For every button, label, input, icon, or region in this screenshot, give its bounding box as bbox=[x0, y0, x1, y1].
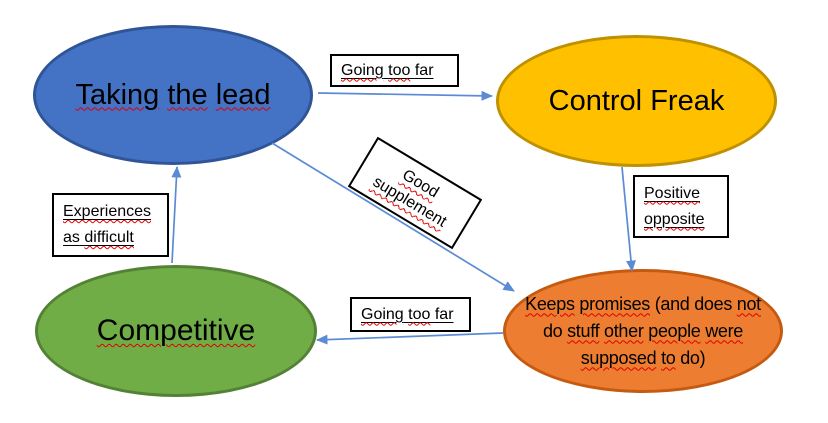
word: stuff bbox=[567, 320, 600, 341]
arrow-control-freak-to-keeps-promises bbox=[621, 166, 636, 272]
node-control-freak: Control Freak bbox=[496, 35, 777, 167]
word: Freak bbox=[650, 84, 725, 117]
word: other bbox=[604, 320, 644, 341]
word: (and bbox=[654, 293, 690, 314]
word: far bbox=[434, 305, 454, 323]
word: lead bbox=[215, 78, 271, 111]
node-competitive: Competitive bbox=[35, 265, 317, 397]
word: Control bbox=[548, 84, 643, 117]
edge-label-going-too-far-top: Going too far bbox=[330, 54, 459, 87]
word: difficult bbox=[84, 229, 134, 246]
word: to bbox=[661, 347, 676, 368]
edge-label-experiences-as-difficult: Experiences as difficult bbox=[52, 193, 169, 257]
word: do) bbox=[680, 347, 706, 368]
arrow-keeps-promises-to-competitive bbox=[316, 332, 504, 345]
arrow-taking-lead-to-keeps-promises-diagonal bbox=[271, 142, 515, 292]
word: Keeps bbox=[525, 293, 575, 314]
word: not bbox=[736, 293, 761, 314]
arrow-taking-lead-to-control-freak bbox=[317, 90, 493, 101]
word: supposed bbox=[580, 347, 657, 368]
word: promises bbox=[579, 293, 650, 314]
node-keeps-promises: Keeps promises (and does not do stuff oth… bbox=[503, 269, 783, 393]
node-taking-the-lead: Taking the lead bbox=[33, 25, 313, 165]
word: too bbox=[388, 61, 411, 79]
word: far bbox=[414, 61, 434, 79]
edge-label-going-too-far-bottom: Going too far bbox=[350, 297, 471, 332]
word: do bbox=[542, 320, 563, 341]
word: Taking bbox=[75, 78, 160, 111]
word: Experiences bbox=[63, 203, 152, 220]
word: too bbox=[408, 305, 431, 323]
word: Going bbox=[361, 305, 404, 323]
word: Going bbox=[341, 61, 384, 79]
word: Positive bbox=[644, 184, 701, 202]
arrow-competitive-to-taking-lead bbox=[171, 166, 182, 264]
word: were bbox=[705, 320, 744, 341]
word: as bbox=[63, 229, 80, 246]
word: does bbox=[694, 293, 733, 314]
word: the bbox=[167, 78, 208, 111]
edge-label-positive-opposite: Positive opposite bbox=[633, 175, 729, 238]
word: opposite bbox=[644, 210, 705, 228]
word: Competitive bbox=[96, 314, 256, 347]
word: people bbox=[648, 320, 701, 341]
